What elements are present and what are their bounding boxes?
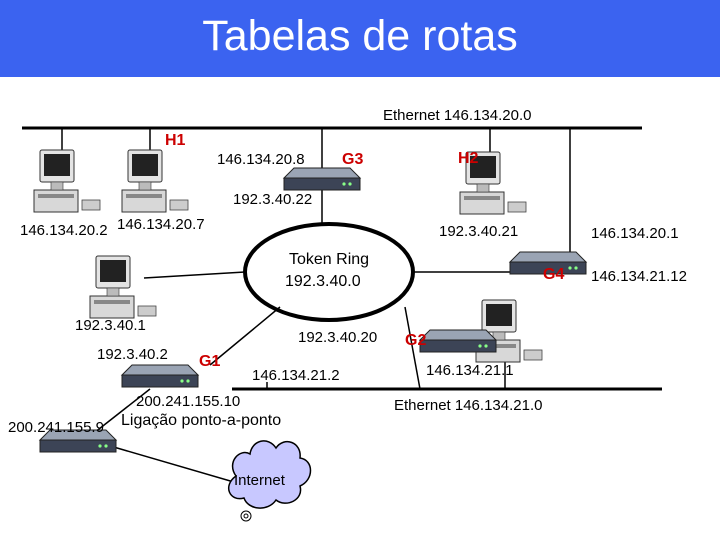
address-label: 146.134.21.1 [426,362,514,379]
ethernet-bottom-label: Ethernet 146.134.21.0 [394,397,543,414]
node-label-h2: H2 [458,150,479,167]
address-label: 146.134.20.2 [20,222,108,239]
internet-cloud-icon [227,440,312,522]
router-icon-g3 [283,167,361,191]
node-label-h1: H1 [165,132,186,149]
address-label: 146.134.21.2 [252,367,340,384]
computer-icon-1 [33,149,101,213]
node-label-g2: G2 [405,332,427,349]
address-label: 192.3.40.1 [75,317,146,334]
token-ring-label: Token Ring [289,251,370,268]
address-label: 200.241.155.10 [136,393,241,410]
address-label: 146.134.20.7 [117,216,205,233]
address-label: 192.3.40.21 [439,223,519,240]
computer-icon-3 [89,255,157,319]
token-ring-address: 192.3.40.0 [285,273,361,290]
header-bar [0,0,720,77]
address-label: 146.134.21.12 [591,268,687,285]
computer-icon-h1 [121,149,189,213]
node-label-g3: G3 [342,151,364,168]
address-label: 146.134.20.1 [591,225,679,242]
router-icon-g1 [121,364,199,388]
internet-label: Internet [234,472,285,489]
ethernet-top-label: Ethernet 146.134.20.0 [383,107,532,124]
address-label: 192.3.40.20 [298,329,378,346]
address-label: 200.241.155.9 [8,419,104,436]
router-icon-g2 [419,329,497,353]
token-ring [243,222,415,322]
node-label-g1: G1 [199,353,221,370]
address-label: 146.134.20.8 [217,151,305,168]
ptp-label: Ligação ponto-a-ponto [121,412,282,429]
node-label-g4: G4 [543,266,565,283]
address-label: 192.3.40.2 [97,346,168,363]
address-label: 192.3.40.22 [233,191,313,208]
slide-title: Tabelas de rotas [202,12,518,60]
